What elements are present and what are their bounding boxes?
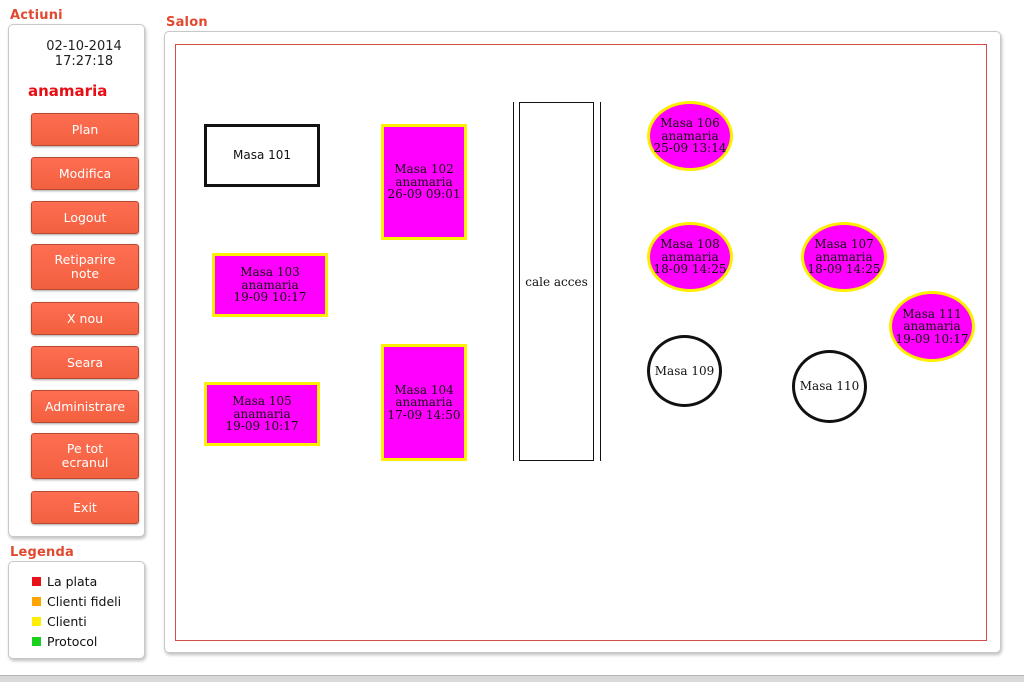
table-waiter: anamaria — [233, 406, 291, 421]
plan-button[interactable]: Plan — [31, 113, 139, 146]
user-name: anamaria — [28, 82, 108, 100]
exit-button[interactable]: Exit — [31, 491, 139, 524]
legend-label: Clienti fideli — [47, 594, 122, 609]
table-name: Masa 108 — [660, 237, 720, 252]
legend-swatch-clienti — [32, 617, 41, 626]
legenda-title: Legenda — [10, 545, 74, 560]
table-name: Masa 110 — [799, 379, 860, 394]
access-corridor-right-line — [600, 102, 601, 461]
table-time: 19-09 10:17 — [233, 290, 307, 305]
legend-label: La plata — [47, 574, 98, 589]
table-name: Masa 111 — [902, 306, 962, 321]
table-waiter: anamaria — [241, 277, 299, 292]
retiparire-note-button-label: Retiparire note — [54, 252, 116, 281]
table-waiter: anamaria — [395, 174, 453, 189]
table-waiter: anamaria — [661, 249, 719, 264]
salon-floor-plan — [175, 44, 987, 641]
table-109[interactable]: Masa 109 — [647, 335, 722, 407]
modifica-button-label: Modifica — [58, 165, 112, 181]
table-waiter: anamaria — [903, 319, 961, 334]
administrare-button[interactable]: Administrare — [31, 390, 139, 423]
access-corridor-label: cale acces — [525, 274, 588, 289]
table-101[interactable]: Masa 101 — [204, 124, 320, 187]
table-time: 18-09 14:25 — [653, 262, 727, 277]
window-bottom-bar — [0, 675, 1024, 682]
table-time: 19-09 10:17 — [225, 419, 299, 434]
legend-label: Protocol — [47, 634, 98, 649]
table-name: Masa 102 — [394, 162, 454, 177]
access-corridor: cale acces — [519, 102, 594, 461]
retiparire-note-button[interactable]: Retiparire note — [31, 244, 139, 290]
table-time: 18-09 14:25 — [807, 262, 881, 277]
actions-panel: 02-10-2014 17:27:18 anamaria Plan Modifi… — [8, 24, 145, 537]
table-name: Masa 109 — [654, 363, 715, 378]
pe-tot-ecranul-button-label: Pe tot ecranul — [61, 441, 109, 470]
date-text: 02-10-2014 — [46, 39, 122, 54]
access-corridor-left-line — [513, 102, 514, 461]
actiuni-title: Actiuni — [10, 8, 63, 23]
x-nou-button[interactable]: X nou — [31, 302, 139, 335]
table-107[interactable]: Masa 107 anamaria 18-09 14:25 — [801, 222, 887, 292]
legend-item-la-plata: La plata — [32, 574, 97, 589]
legend-item-clienti-fideli: Clienti fideli — [32, 594, 121, 609]
legend-label: Clienti — [47, 614, 87, 629]
legend-swatch-clienti-fideli — [32, 597, 41, 606]
legend-item-clienti: Clienti — [32, 614, 87, 629]
modifica-button[interactable]: Modifica — [31, 157, 139, 190]
datetime: 02-10-2014 17:27:18 — [19, 39, 149, 69]
table-102[interactable]: Masa 102 anamaria 26-09 09:01 — [381, 124, 467, 240]
seara-button[interactable]: Seara — [31, 346, 139, 379]
x-nou-button-label: X nou — [66, 310, 104, 326]
table-103[interactable]: Masa 103 anamaria 19-09 10:17 — [212, 253, 328, 317]
legend-swatch-la-plata — [32, 577, 41, 586]
plan-button-label: Plan — [71, 121, 99, 137]
table-name: Masa 105 — [232, 394, 292, 409]
table-105[interactable]: Masa 105 anamaria 19-09 10:17 — [204, 382, 320, 446]
logout-button[interactable]: Logout — [31, 201, 139, 234]
table-time: 19-09 10:17 — [895, 331, 969, 346]
table-104[interactable]: Masa 104 anamaria 17-09 14:50 — [381, 344, 467, 461]
legend-item-protocol: Protocol — [32, 634, 97, 649]
legend-swatch-protocol — [32, 637, 41, 646]
pe-tot-ecranul-button[interactable]: Pe tot ecranul — [31, 433, 139, 479]
table-waiter: anamaria — [395, 395, 453, 410]
seara-button-label: Seara — [66, 354, 104, 370]
time-text: 17:27:18 — [54, 54, 114, 69]
table-name: Masa 103 — [240, 265, 300, 280]
table-time: 25-09 13:14 — [653, 141, 727, 156]
table-waiter: anamaria — [661, 128, 719, 143]
salon-title: Salon — [166, 15, 208, 30]
table-106[interactable]: Masa 106 anamaria 25-09 13:14 — [647, 101, 733, 171]
table-108[interactable]: Masa 108 anamaria 18-09 14:25 — [647, 222, 733, 292]
table-time: 26-09 09:01 — [387, 187, 461, 202]
table-110[interactable]: Masa 110 — [792, 350, 867, 423]
table-time: 17-09 14:50 — [387, 407, 461, 422]
table-111[interactable]: Masa 111 anamaria 19-09 10:17 — [889, 291, 975, 362]
table-waiter: anamaria — [815, 249, 873, 264]
table-name: Masa 104 — [394, 382, 454, 397]
table-name: Masa 107 — [814, 237, 874, 252]
legend-panel: La plata Clienti fideli Clienti Protocol — [8, 561, 145, 659]
table-name: Masa 101 — [232, 148, 292, 163]
exit-button-label: Exit — [73, 499, 97, 515]
table-name: Masa 106 — [660, 116, 720, 131]
logout-button-label: Logout — [63, 209, 107, 225]
administrare-button-label: Administrare — [44, 398, 126, 414]
